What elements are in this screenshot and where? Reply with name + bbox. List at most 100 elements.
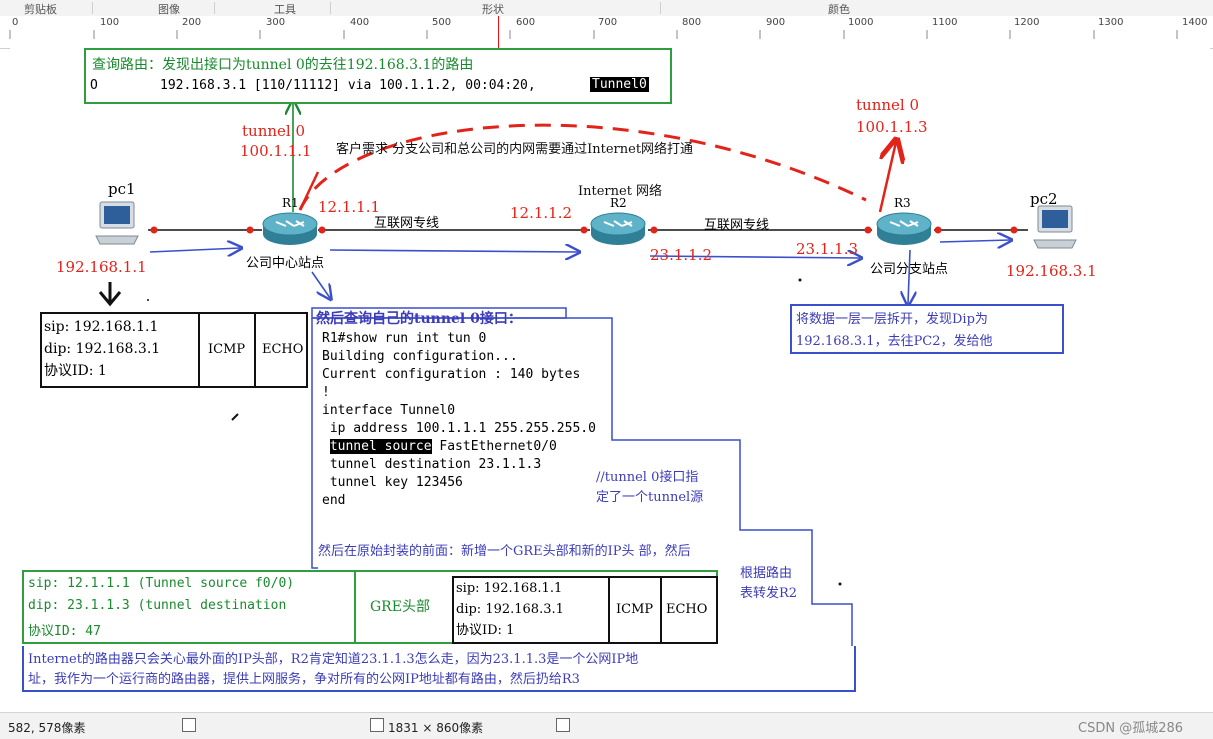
table-divider	[198, 314, 200, 386]
r2-router-icon[interactable]	[590, 212, 646, 246]
tunnel-r1-name: tunnel 0	[242, 122, 305, 140]
ruler-tick-label: 600	[516, 17, 536, 28]
config-line: ip address 100.1.1.1 255.255.255.0	[322, 421, 596, 436]
internet-routing-note: Internet的路由器只会关心最外面的IP头部，R2肯定知道23.1.1.3怎…	[22, 646, 856, 692]
encap-note-3: 表转发R2	[740, 586, 798, 601]
route-entry: 192.168.3.1 [110/11112] via 100.1.1.2, 0…	[160, 78, 536, 93]
ruler-tick-label: 400	[350, 17, 370, 28]
tunnel-r3-name: tunnel 0	[856, 96, 919, 114]
config-output: R1#show run int tun 0 Building configura…	[322, 330, 596, 510]
gre-proto: 协议ID: 47	[28, 624, 101, 639]
table-divider	[660, 578, 662, 642]
link1-label: 互联网专线	[374, 216, 440, 231]
ruler-tick-label: 1100	[932, 17, 958, 28]
route-interface-highlight: Tunnel0	[590, 77, 649, 92]
r1-router-icon[interactable]	[262, 212, 318, 246]
tunnel-source-note-2: 定了一个tunnel源	[596, 490, 704, 505]
ribbon-separator	[660, 2, 661, 14]
packet-sip: sip: 192.168.1.1	[44, 319, 159, 335]
r2-label: R2	[610, 196, 627, 210]
r3-decap-note: 将数据一层一层拆开，发现Dip为 192.168.3.1，去往PC2，发给他	[790, 304, 1064, 354]
packet-original-table: sip: 192.168.1.1 dip: 192.168.3.1 协议ID: …	[40, 312, 308, 388]
r2-in-ip: 12.1.1.2	[510, 204, 573, 222]
packet-gre-table: sip: 12.1.1.1 (Tunnel source f0/0) dip: …	[22, 570, 718, 644]
watermark: CSDN @孤城286	[1078, 721, 1184, 736]
encap-note-1: 然后在原始封装的前面：新增一个GRE头部和新的IP头 部，然后	[318, 544, 691, 559]
tunnel-r3-ip: 100.1.1.3	[856, 118, 928, 136]
ribbon-image[interactable]: 图像	[158, 3, 180, 16]
status-bar: 582, 578像素 1831 × 860像素 CSDN @孤城286	[0, 712, 1213, 739]
r3-router-icon[interactable]	[876, 212, 932, 246]
site-center-label: 公司中心站点	[246, 256, 325, 271]
ruler-tick-label: 0	[12, 17, 19, 28]
inner-sip: sip: 192.168.1.1	[456, 581, 563, 596]
ribbon-tools[interactable]: 工具	[274, 3, 296, 16]
canvas-size: 1831 × 860像素	[388, 721, 484, 735]
config-line: tunnel key 123456	[322, 475, 463, 490]
internet-label: Internet 网络	[578, 184, 663, 199]
packet-dip: dip: 192.168.3.1	[44, 341, 161, 357]
ruler-tick-label: 1300	[1098, 17, 1124, 28]
ruler-tick-label: 700	[598, 17, 618, 28]
gre-sip: sip: 12.1.1.1 (Tunnel source f0/0)	[28, 576, 295, 591]
gre-header-label: GRE头部	[370, 599, 430, 615]
ribbon-clipboard[interactable]: 剪贴板	[24, 3, 57, 16]
file-size-icon	[556, 718, 570, 732]
ruler-tick-label: 300	[266, 17, 286, 28]
r1-out-ip: 12.1.1.1	[318, 198, 381, 216]
pc2-ip: 192.168.3.1	[1006, 262, 1097, 280]
r2-out-ip: 23.1.1.2	[650, 246, 713, 264]
site-branch-label: 公司分支站点	[870, 262, 949, 277]
config-tunnel-source-line: tunnel source FastEthernet0/0	[322, 438, 596, 456]
route-query-title: 查询路由：发现出接口为tunnel 0的去往192.168.3.1的路由	[92, 57, 474, 73]
encap-note-2: 根据路由	[740, 566, 793, 581]
tunnel-r1-ip: 100.1.1.1	[240, 142, 312, 160]
route-code: O	[90, 78, 98, 93]
config-line: interface Tunnel0	[322, 403, 456, 418]
requirement-note: 客户需求 分支公司和总公司的内网需要通过Internet网络打通	[336, 142, 694, 157]
link2-label: 互联网专线	[704, 218, 770, 233]
selection-icon	[182, 718, 196, 732]
inner-proto: 协议ID: 1	[456, 623, 515, 638]
ribbon-separator	[214, 2, 215, 14]
table-divider	[608, 578, 610, 642]
port-dots	[150, 226, 1018, 234]
canvas-size-icon	[370, 718, 384, 732]
gre-dip: dip: 23.1.1.3 (tunnel destination	[28, 598, 287, 613]
packet-proto: 协议ID: 1	[44, 363, 107, 379]
ruler-tick-label: 200	[182, 17, 202, 28]
packet-echo: ECHO	[262, 342, 304, 357]
ruler-tick-label: 900	[766, 17, 786, 28]
pc2-computer-icon[interactable]	[1030, 204, 1080, 254]
tunnel-source-value: FastEthernet0/0	[431, 439, 557, 454]
pc1-ip: 192.168.1.1	[56, 258, 147, 276]
ribbon-shapes[interactable]: 形状	[482, 3, 504, 16]
config-line: Current configuration : 140 bytes	[322, 367, 581, 382]
internet-note-line2: 址，我作为一个运行商的路由器，提供上网服务，争对所有的公网IP地址都有路由，然后…	[28, 672, 580, 687]
ruler-ticks	[9, 30, 1178, 39]
table-divider	[254, 314, 256, 386]
tunnel-source-highlight: tunnel source	[329, 439, 432, 454]
packet-icmp: ICMP	[208, 342, 246, 357]
cursor-coordinates: 582, 578像素	[8, 721, 86, 735]
route-query-box: 查询路由：发现出接口为tunnel 0的去往192.168.3.1的路由 O 1…	[84, 48, 672, 104]
ruler-tick-label: 1000	[848, 17, 874, 28]
ruler-tick-label: 800	[682, 17, 702, 28]
tunnel-source-note-1: //tunnel 0接口指	[596, 470, 699, 485]
r3-in-ip: 23.1.1.3	[796, 240, 859, 258]
inner-echo: ECHO	[666, 602, 708, 617]
pc1-computer-icon[interactable]	[92, 200, 142, 250]
ruler-tick-label: 1200	[1014, 17, 1040, 28]
config-line: tunnel destination 23.1.1.3	[322, 457, 542, 472]
inner-icmp: ICMP	[616, 602, 654, 617]
pc2-label: pc2	[1030, 190, 1058, 208]
r1-label: R1	[282, 196, 299, 210]
config-line: end	[322, 493, 346, 508]
r3-note-line2: 192.168.3.1，去往PC2，发给他	[796, 334, 993, 349]
ribbon-separator	[330, 2, 331, 14]
ruler-tick-label: 1400	[1182, 17, 1208, 28]
ribbon-colors[interactable]: 颜色	[828, 3, 850, 16]
config-line: !	[322, 385, 330, 400]
inner-dip: dip: 192.168.3.1	[456, 602, 564, 617]
